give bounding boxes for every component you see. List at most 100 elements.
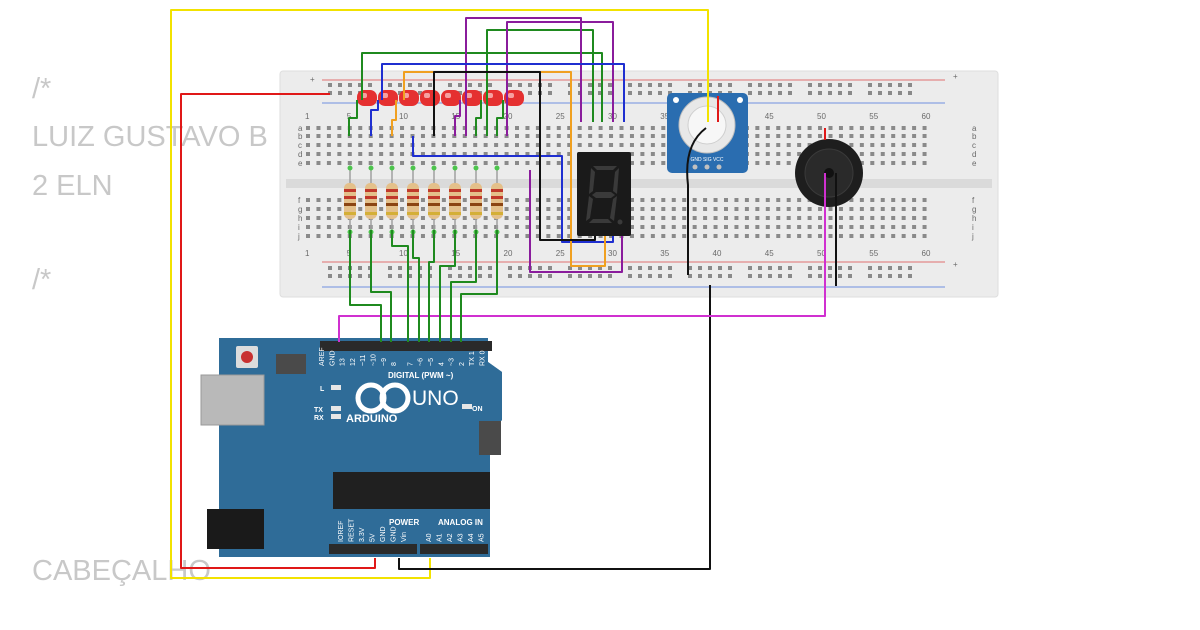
breadboard-hole	[650, 198, 655, 202]
wire-purple-top2[interactable]	[506, 21, 614, 136]
breadboard-hole	[504, 152, 509, 156]
breadboard-hole	[912, 161, 917, 165]
resistor-band	[428, 212, 440, 215]
rail-hole	[398, 274, 402, 278]
power-jack[interactable]	[207, 509, 264, 549]
breadboard-hole	[797, 134, 802, 138]
wire-green-res6[interactable]	[439, 230, 456, 342]
breadboard-hole	[535, 234, 540, 238]
reset-button[interactable]	[241, 351, 253, 363]
wire-black-display[interactable]	[433, 71, 596, 241]
breadboard-hole	[859, 216, 864, 220]
breadboard-hole	[326, 225, 331, 229]
wire-red[interactable]	[180, 93, 376, 569]
wire-purple-led[interactable]	[454, 100, 461, 136]
wire-green-res4[interactable]	[412, 230, 420, 342]
seven-segment-display[interactable]	[577, 152, 631, 236]
rail-hole	[608, 91, 612, 95]
breadboard-hole	[671, 216, 676, 220]
rail-hole	[448, 274, 452, 278]
wire-green-led[interactable]	[475, 100, 482, 136]
bb-row-label: h	[298, 214, 302, 223]
wire-green-res1[interactable]	[349, 230, 382, 342]
wire-purple-top1[interactable]	[465, 17, 582, 136]
breadboard-hole	[797, 225, 802, 229]
breadboard-hole	[901, 134, 906, 138]
breadboard-hole	[891, 198, 896, 202]
breadboard-hole	[797, 207, 802, 211]
wire-blue-top1[interactable]	[381, 63, 625, 122]
rail-hole	[398, 91, 402, 95]
wire-yellow[interactable]	[170, 9, 709, 579]
atmega-chip	[333, 472, 490, 509]
breadboard-hole	[462, 216, 467, 220]
usb-port[interactable]	[200, 374, 265, 426]
rail-hole	[818, 91, 822, 95]
breadboard-hole	[629, 207, 634, 211]
breadboard-hole	[880, 198, 885, 202]
breadboard-hole	[849, 225, 854, 229]
analog-pin-label: A5	[479, 533, 486, 542]
led[interactable]	[441, 90, 461, 106]
rail-hole	[728, 83, 732, 87]
wire-blue-display[interactable]	[412, 136, 614, 243]
wire-green-res8[interactable]	[460, 230, 498, 342]
breadboard-hole	[567, 207, 572, 211]
breadboard-hole	[901, 126, 906, 130]
breadboard-hole	[525, 152, 530, 156]
led[interactable]	[399, 90, 419, 106]
wire-green-top2[interactable]	[348, 100, 358, 136]
rail-hole	[708, 266, 712, 270]
wire-orange-led[interactable]	[391, 100, 397, 136]
breadboard-hole	[713, 207, 718, 211]
buzzer[interactable]	[795, 139, 863, 207]
breadboard-hole	[400, 143, 405, 147]
rail-hole	[828, 266, 832, 270]
bb-col-number-top: 10	[399, 112, 408, 121]
bb-col-number-top: 45	[765, 112, 774, 121]
breadboard-hole	[818, 207, 823, 211]
digital-pin-label: ~10	[371, 354, 378, 366]
wire-purple-display[interactable]	[529, 170, 623, 273]
arduino-uno[interactable]: ARDUINO UNO DIGITAL (PWM ~) ANALOG IN PO…	[200, 338, 502, 557]
bb-col-number-top: 60	[922, 112, 931, 121]
wire-green-res5[interactable]	[428, 230, 435, 342]
breadboard-hole	[546, 126, 551, 130]
pot-pin	[692, 164, 698, 170]
wire-blue-top2[interactable]	[370, 100, 379, 136]
wire-green-res2[interactable]	[370, 230, 392, 342]
rail-hole	[508, 274, 512, 278]
potentiometer-module[interactable]: GND SIG VCC	[667, 93, 748, 173]
wire-green-led2[interactable]	[496, 100, 504, 136]
rail-hole	[808, 91, 812, 95]
resistor-band	[491, 212, 503, 215]
wire-orange-display[interactable]	[403, 71, 606, 267]
resistor-band	[449, 189, 461, 192]
breadboard-hole	[556, 161, 561, 165]
breadboard-hole	[326, 143, 331, 147]
breadboard-hole	[337, 126, 342, 130]
wire-green-top3[interactable]	[486, 29, 594, 136]
rail-hole	[768, 274, 772, 278]
rail-hole	[668, 266, 672, 270]
rail-hole	[788, 83, 792, 87]
resistor-band	[470, 196, 482, 199]
breadboard-hole	[797, 234, 802, 238]
breadboard-hole	[650, 161, 655, 165]
breadboard-hole	[525, 126, 530, 130]
wire-green-top1[interactable]	[361, 52, 603, 122]
resistor-band	[491, 196, 503, 199]
wire-black-gnd[interactable]	[398, 285, 711, 570]
wire-magenta-buzzer[interactable]	[338, 173, 826, 342]
wire-green-res7[interactable]	[450, 230, 477, 342]
bb-row-label: e	[298, 159, 303, 168]
wire-green-res3[interactable]	[391, 230, 409, 342]
led[interactable]	[420, 90, 440, 106]
wire-black-pot[interactable]	[686, 127, 707, 275]
breadboard-hole	[535, 216, 540, 220]
led-highlight	[466, 93, 472, 98]
resistor-band	[449, 203, 461, 206]
led[interactable]	[357, 90, 377, 106]
bb-row-label: d	[298, 150, 302, 159]
breadboard-hole	[786, 225, 791, 229]
